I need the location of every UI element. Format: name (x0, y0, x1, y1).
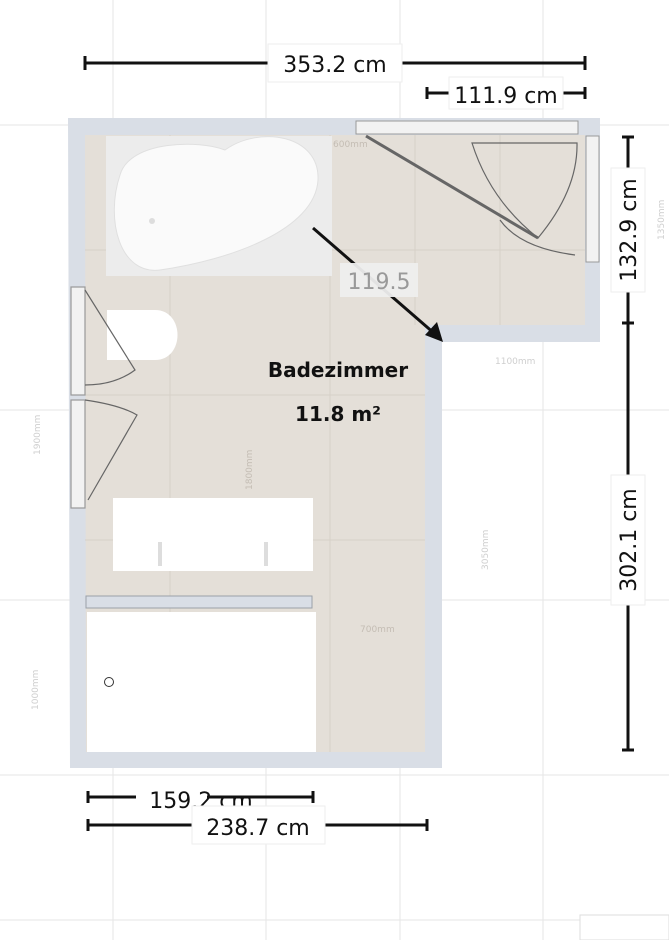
corner-panel (579, 914, 669, 940)
svg-text:3050mm: 3050mm (481, 530, 491, 570)
window-top[interactable] (355, 120, 579, 135)
dimension-right-upper[interactable]: 132.9 cm (610, 167, 646, 293)
dimension-right-lower[interactable]: 302.1 cm (610, 474, 646, 606)
svg-text:302.1 cm: 302.1 cm (617, 488, 642, 592)
door-right[interactable] (471, 142, 578, 256)
svg-text:238.7 cm: 238.7 cm (206, 816, 310, 841)
room-name[interactable]: Badezimmer (268, 358, 408, 382)
dimension-top-total[interactable]: 353.2 cm (267, 43, 403, 83)
shower-tray[interactable] (87, 612, 316, 752)
bathtub[interactable] (106, 136, 332, 276)
svg-text:353.2 cm: 353.2 cm (283, 53, 387, 78)
background-labels: 600mm 1100mm 1900mm 1800mm 3050mm 700mm … (31, 140, 667, 710)
svg-text:1350mm: 1350mm (657, 200, 667, 240)
dimension-top-right[interactable]: 111.9 cm (448, 76, 564, 110)
svg-text:111.9 cm: 111.9 cm (454, 84, 558, 109)
svg-text:1800mm: 1800mm (245, 450, 255, 490)
svg-text:600mm: 600mm (333, 140, 368, 150)
toilet[interactable] (107, 310, 178, 360)
svg-text:700mm: 700mm (360, 625, 395, 635)
door-left-lower[interactable] (70, 399, 138, 509)
svg-text:1000mm: 1000mm (31, 670, 41, 710)
room-area: 11.8 m² (295, 402, 381, 426)
svg-text:1100mm: 1100mm (495, 357, 535, 367)
window-right[interactable] (585, 135, 600, 263)
door-left-upper[interactable] (70, 286, 136, 396)
svg-text:1900mm: 1900mm (33, 415, 43, 455)
svg-text:132.9 cm: 132.9 cm (617, 178, 642, 282)
diagonal-measure[interactable]: 119.5 (312, 226, 443, 342)
partition-wall[interactable] (85, 595, 313, 609)
double-sink[interactable] (113, 498, 313, 571)
door-swing-diagonal (365, 134, 539, 240)
svg-text:119.5: 119.5 (348, 270, 411, 295)
dimension-bottom-total[interactable]: 238.7 cm (191, 805, 326, 845)
